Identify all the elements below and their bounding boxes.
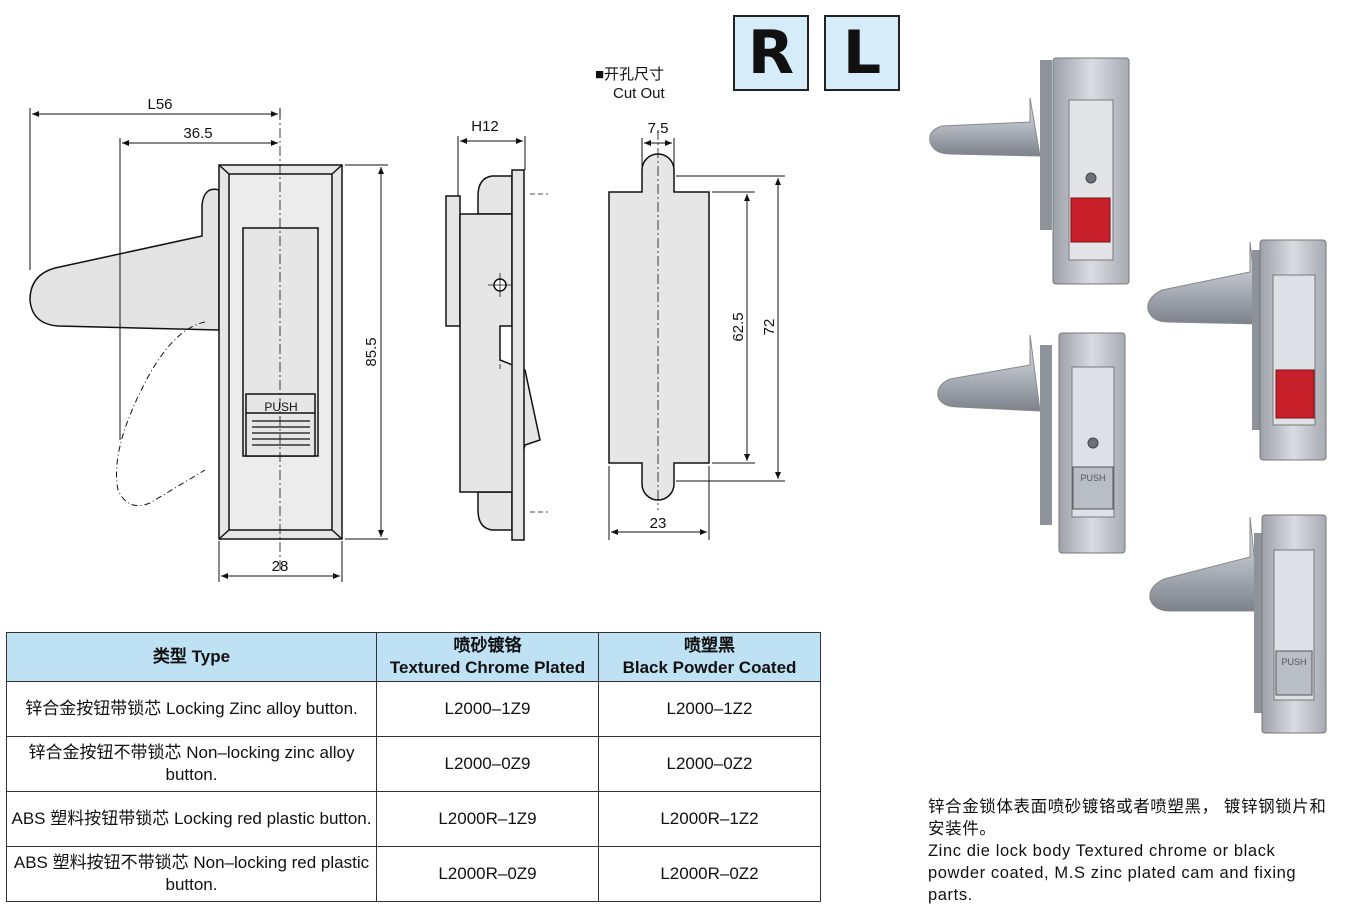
table-row: 锌合金按钮带锁芯 Locking Zinc alloy button. L200… [6, 681, 821, 737]
black-model-cell: L2000–1Z2 [598, 681, 821, 737]
chrome-model-cell: L2000–1Z9 [376, 681, 599, 737]
chrome-model-cell: L2000–0Z9 [376, 736, 599, 792]
product-photos: PUSH PUSH [929, 57, 1327, 734]
dim-23: 23 [650, 515, 667, 532]
left-hand-badge: L [824, 15, 900, 91]
header-type: 类型 Type [6, 632, 377, 682]
cutout-label-cn: ■开孔尺寸 [595, 66, 665, 83]
type-cell: 锌合金按钮带锁芯 Locking Zinc alloy button. [6, 681, 377, 737]
dim-85-5: 85.5 [363, 337, 380, 366]
cutout-label: ■开孔尺寸 Cut Out [595, 65, 665, 103]
material-note-en: Zinc die lock body Textured chrome or bl… [928, 842, 1297, 904]
cutout-label-en: Cut Out [613, 85, 665, 102]
type-cell: ABS 塑料按钮带锁芯 Locking red plastic button. [6, 791, 377, 847]
dim-36-5: 36.5 [183, 125, 212, 142]
black-model-cell: L2000–0Z2 [598, 736, 821, 792]
dim-28: 28 [272, 558, 289, 575]
photo-lock-nonlocking-zinc: PUSH [1149, 514, 1327, 734]
front-view [29, 164, 343, 540]
cutout-view [608, 153, 710, 501]
black-model-cell: L2000R–1Z2 [598, 791, 821, 847]
svg-text:PUSH: PUSH [1080, 473, 1105, 483]
dim-h12: H12 [471, 118, 499, 135]
dim-l56: L56 [147, 96, 172, 113]
dim-7-5: 7.5 [648, 120, 669, 137]
photo-lock-locking-zinc: PUSH [937, 332, 1126, 554]
push-label: PUSH [264, 400, 297, 414]
black-model-cell: L2000R–0Z2 [598, 846, 821, 902]
type-cell: 锌合金按钮不带锁芯 Non–locking zinc alloy button. [6, 736, 377, 792]
chrome-model-cell: L2000R–0Z9 [376, 846, 599, 902]
table-row: ABS 塑料按钮不带锁芯 Non–locking red plastic but… [6, 846, 821, 902]
dim-72: 72 [761, 319, 778, 336]
table-row: 锌合金按钮不带锁芯 Non–locking zinc alloy button.… [6, 736, 821, 792]
material-note: 锌合金锁体表面喷砂镀铬或者喷塑黑， 镀锌钢锁片和安装件。 Zinc die lo… [928, 796, 1338, 906]
right-hand-badge: R [733, 15, 809, 91]
photo-lock-nonlocking-red [1147, 239, 1327, 461]
photo-lock-locking-red [929, 57, 1130, 285]
side-view [445, 169, 541, 541]
type-cell: ABS 塑料按钮不带锁芯 Non–locking red plastic but… [6, 846, 377, 902]
dim-62-5: 62.5 [730, 312, 747, 341]
technical-drawing: PUSH L56 36.5 85.5 28 H12 [29, 96, 785, 582]
photo-push-label: PUSH [1281, 657, 1306, 667]
chrome-model-cell: L2000R–1Z9 [376, 791, 599, 847]
table-row: ABS 塑料按钮带锁芯 Locking red plastic button. … [6, 791, 821, 847]
material-note-cn: 锌合金锁体表面喷砂镀铬或者喷塑黑， 镀锌钢锁片和安装件。 [928, 798, 1327, 838]
